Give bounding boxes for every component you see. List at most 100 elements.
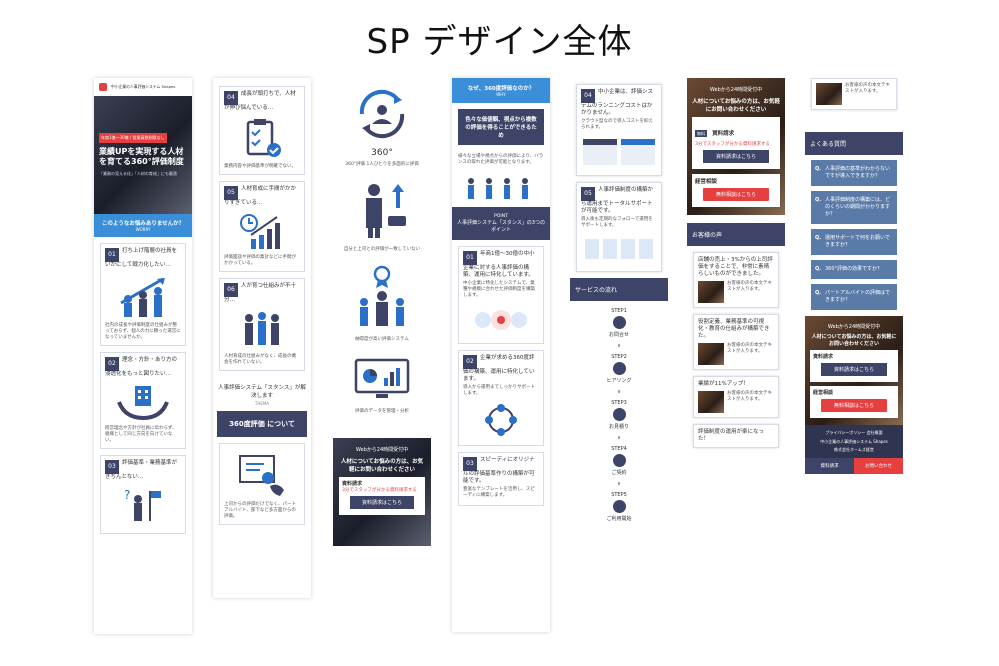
footer-doc-button[interactable]: 資料請求 [805, 458, 854, 474]
label-360: 360° [371, 148, 393, 158]
item-text: 人が育つ仕組みが不十分… [224, 283, 297, 303]
review-card: 業績が11%アップ！ お客様の声の本文テキストが入ります。 [693, 376, 779, 418]
mockup-column-6: Webから24時間受付中 人材についてお悩みの方は、お気軽にお問い合わせください… [687, 78, 785, 634]
worries-title: このようなお悩みありませんか？ [101, 221, 185, 227]
review-card: お客様の声の本文テキストが入ります。 [811, 78, 897, 110]
step-text: ご利用開始 [606, 516, 632, 522]
consult-button[interactable]: 無料相談はこちら [821, 399, 887, 412]
item-text: 理念・方針・あり方の浸透化をもっと図りたい… [105, 357, 178, 377]
hands-building-icon [117, 386, 169, 421]
item-number: 03 [105, 460, 119, 474]
item-text: 成長が頭打ちで、人材が伸び悩んでいる… [224, 91, 296, 111]
point-text: 人事評価制度の構築から運用までトータルサポートが可能です。 [581, 187, 654, 214]
hero-section: 年商1億〜30億 / 従業員数制限なし 業績UPを実現する人材を育てる360°評… [94, 96, 192, 214]
point-number: 05 [581, 187, 595, 201]
worries-en: WORRY [135, 227, 151, 232]
businessman-growth-icon [366, 184, 406, 238]
support-chart-image [585, 239, 653, 259]
team-people-icon [245, 312, 279, 345]
hero-title: 業績UPを実現する人材を育てる360°評価制度 [99, 147, 184, 166]
why-intro: 色々な価値観、視点から複数の評価を得ることができるため [458, 109, 544, 145]
faq-item[interactable]: 人事評価制度の構築には、どのくらいの期間がかかりますか？ [811, 191, 897, 224]
why-title: なぜ、360度評価なのか？ [467, 86, 535, 92]
doc-title: 資料請求 [342, 481, 363, 487]
footer: プライバシーポリシー 会社概要 中小企業の人事評価システム Shapes 株式会… [805, 425, 903, 458]
item-number: 01 [105, 248, 119, 262]
step-label: STEP5 [611, 492, 627, 498]
chevron-down-icon: ∨ [617, 481, 621, 487]
diagram-image [475, 310, 527, 330]
mockup-column-4: なぜ、360度評価なのか？ WHY 色々な価値観、視点から複数の評価を得ることが… [452, 78, 550, 632]
step-icon [612, 454, 626, 467]
cta-tag: Webから24時間受付中 [709, 87, 763, 93]
doc-request-button[interactable]: 資料請求はこちら [703, 150, 769, 163]
doc-copy: 3分でスタッフが分かる資料請求する [695, 142, 770, 147]
flag-person-icon: ? [124, 488, 161, 521]
cta-tag: Webから24時間受付中 [355, 447, 409, 453]
free-badge: 無料 [695, 130, 707, 137]
item-text: 評価基準・業務基準がきちんとない… [105, 460, 178, 480]
review-title: 店舗の売上・3%からの上司評価をすることで、非常に素晴らしいものができました。 [698, 257, 773, 277]
step-label: STEP4 [611, 446, 627, 452]
system-en: THEMA [254, 401, 270, 406]
step-icon [612, 362, 626, 375]
item-number: 04 [224, 91, 238, 105]
caption-360: 360°評価 1人ひとりを多面的に評価 [345, 162, 419, 167]
point-number: 02 [463, 355, 477, 369]
faq-header: よくある質問 [805, 132, 903, 155]
step-label: STEP1 [611, 308, 627, 314]
cta-block: Webから24時間受付中 人材についてお悩みの方は、お気軽にお問い合わせください… [805, 316, 903, 425]
item-number: 06 [224, 283, 238, 297]
footer-contact-button[interactable]: お問い合わせ [854, 458, 903, 474]
consult-button[interactable]: 無料相談はこちら [703, 188, 769, 201]
flow-header: サービスの流れ [570, 278, 668, 301]
why-banner: なぜ、360度評価なのか？ WHY [452, 78, 550, 103]
header: 中小企業の人事評価システム Shapes [94, 78, 192, 96]
evaluation-card: 上司からの評価だけでなく、パートアルバイト、部下など多方面からの評価。 [219, 443, 305, 525]
step-label: STEP2 [611, 354, 627, 360]
step-text: ヒアリング [606, 378, 632, 384]
doc-request-button[interactable]: 資料請求はこちら [821, 363, 887, 376]
faq-item[interactable]: パートアルバイトの評価はできますか？ [811, 284, 897, 310]
doc-request-button[interactable]: 資料請求はこちら [350, 496, 414, 509]
point-number: 04 [581, 89, 595, 103]
logo-icon [99, 83, 107, 91]
footer-fixed-bar: 資料請求 お問い合わせ [805, 458, 903, 474]
step-text: ご契約 [611, 470, 627, 476]
faq-item[interactable]: 運用サポートで何をお願いできますか？ [811, 229, 897, 255]
hero-subtitle: 「業務の見える化」「人材の育成」にも最適 [99, 171, 177, 176]
faq-item[interactable]: 人事評価の基準がわからないですが導入できますか？ [811, 160, 897, 186]
review-photo [698, 281, 724, 303]
footer-links[interactable]: プライバシーポリシー 会社概要 [825, 430, 883, 435]
consult-title: 経営相談 [695, 179, 718, 185]
point-text: 中小企業は、評価システムのランニングコストはかかりません。 [581, 89, 654, 116]
step-icon [612, 408, 626, 421]
review-photo [698, 343, 724, 365]
chevron-down-icon: ∨ [617, 435, 621, 441]
step-icon [612, 500, 626, 513]
doc-title: 資料請求 [813, 354, 834, 360]
flow-step: STEP5 ご利用開始 [570, 492, 668, 522]
faq-item[interactable]: 360°評価の効果ですか？ [811, 260, 897, 279]
doc-copy: 3分でスタッフが分かる資料請求する [342, 488, 417, 493]
reviews-header: お客様の声 [687, 223, 785, 246]
checklist-icon [246, 119, 281, 157]
hero-label: 年商1億〜30億 / 従業員数制限なし [99, 133, 167, 143]
growth-people-icon [120, 277, 165, 317]
mockup-column-3: 360° 360°評価 1人ひとりを多面的に評価 自分と上司との評価が一致してい… [333, 78, 431, 636]
brand-name: 中小企業の人事評価システム Shapes [111, 84, 176, 89]
cta-tag: Webから24時間受付中 [827, 324, 881, 330]
review-card: 店舗の売上・3%からの上司評価をすることで、非常に素晴らしいものができました。 … [693, 252, 779, 308]
footer-company: 株式会社ホームズ経営 [834, 447, 874, 452]
section-360-button[interactable]: 360度評価 について [217, 411, 307, 437]
